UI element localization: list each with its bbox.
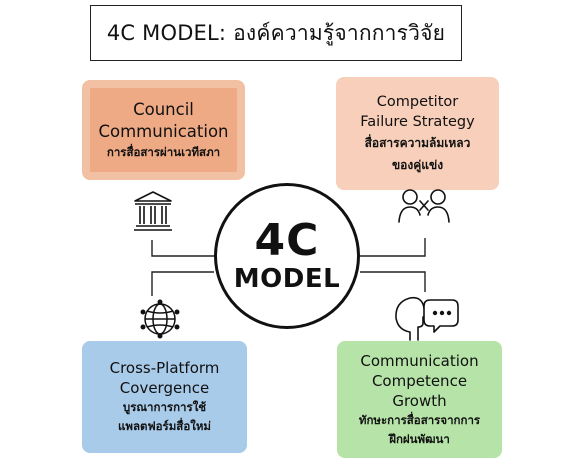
card-council: Council Communication การสื่อสารผ่านเวที…: [82, 80, 245, 180]
card-growth-en-1: Communication: [360, 351, 479, 370]
center-line-2: MODEL: [233, 264, 341, 294]
card-cross-platform: Cross-Platform Covergence บูรณาการการใช้…: [82, 341, 247, 453]
card-competence-growth: Communication Competence Growth ทักษะการ…: [337, 341, 502, 458]
government-building-icon: [134, 191, 172, 231]
connector-competitor: [360, 238, 426, 257]
card-growth-th-1: ทักษะการสื่อสารจากการ: [358, 412, 481, 427]
card-competitor-th-2: ของคู่แข่ง: [391, 157, 444, 172]
card-growth-th-2: ฝึกฝนพัฒนา: [389, 431, 450, 446]
card-competitor-en-2: Failure Strategy: [360, 113, 475, 130]
two-competitors-icon: [398, 189, 450, 223]
card-council-inner: [90, 88, 237, 172]
card-council-en-2: Communication: [98, 121, 229, 141]
page-title: 4C MODEL: องค์ความรู้จากการวิจัย: [106, 20, 446, 45]
card-cross-en-1: Cross-Platform: [109, 359, 220, 377]
card-growth-en-2: Competence: [371, 371, 468, 390]
card-competitor-en-1: Competitor: [376, 93, 459, 110]
card-cross-th-2: แพลตฟอร์มสื่อใหม่: [117, 419, 212, 433]
globe-network-icon: [140, 299, 180, 339]
card-council-th-1: การสื่อสารผ่านเวทีสภา: [106, 144, 221, 159]
card-cross-en-2: Covergence: [119, 379, 210, 397]
center-line-1: 4C: [254, 215, 320, 266]
connector-growth: [360, 271, 426, 292]
center-circle: 4C MODEL: [214, 183, 360, 329]
card-competitor: Competitor Failure Strategy สื่อสารความล…: [336, 77, 499, 190]
card-council-en-1: Council: [133, 99, 194, 119]
title-box: 4C MODEL: องค์ความรู้จากการวิจัย: [90, 5, 462, 61]
card-cross-th-1: บูรณาการการใช้: [122, 400, 207, 414]
connector-council: [151, 240, 214, 257]
connector-cross: [151, 271, 214, 296]
speech-head-icon: [395, 296, 459, 341]
card-growth-en-3: Growth: [392, 391, 447, 410]
card-competitor-th-1: สื่อสารความล้มเหลว: [364, 135, 471, 150]
